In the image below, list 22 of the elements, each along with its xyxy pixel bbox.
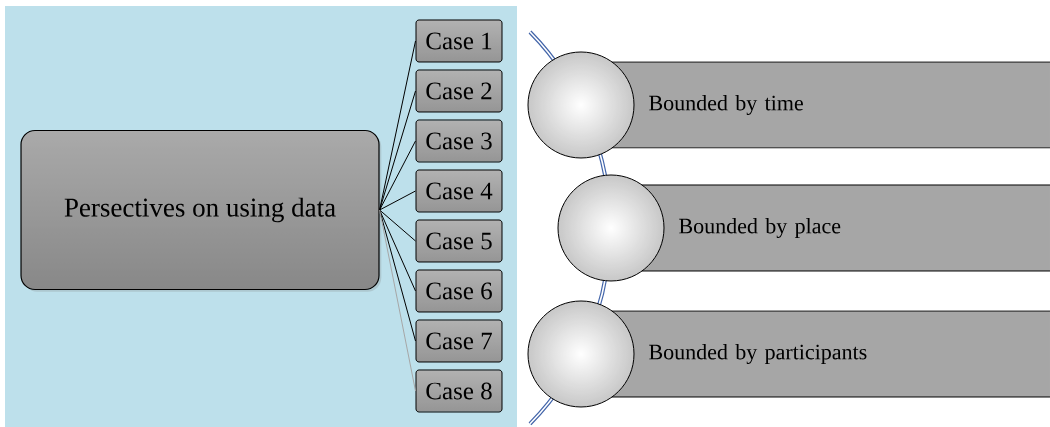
case-box: Case 7 [415, 319, 503, 363]
circle-marker [527, 51, 635, 159]
circle-marker [527, 300, 635, 408]
case-box: Case 5 [415, 219, 503, 263]
case-box: Case 4 [415, 169, 503, 213]
connector-line [379, 190, 416, 211]
connector-line [379, 90, 416, 211]
case-box: Case 1 [415, 19, 503, 63]
connector-line [379, 209, 416, 242]
connector-line [379, 209, 416, 292]
case-box: Case 6 [415, 269, 503, 313]
label-bar: Bounded by participants [600, 310, 1050, 398]
case-box: Case 8 [415, 369, 503, 413]
connector-line [379, 140, 416, 211]
connector-line [379, 40, 416, 211]
label-bar: Bounded by time [600, 61, 1050, 149]
connector-line [379, 209, 416, 392]
circle-marker [557, 174, 665, 282]
case-box: Case 2 [415, 69, 503, 113]
topic-box: Persectives on using data [20, 129, 382, 292]
label-bar: Bounded by place [630, 184, 1050, 272]
case-box: Case 3 [415, 119, 503, 163]
